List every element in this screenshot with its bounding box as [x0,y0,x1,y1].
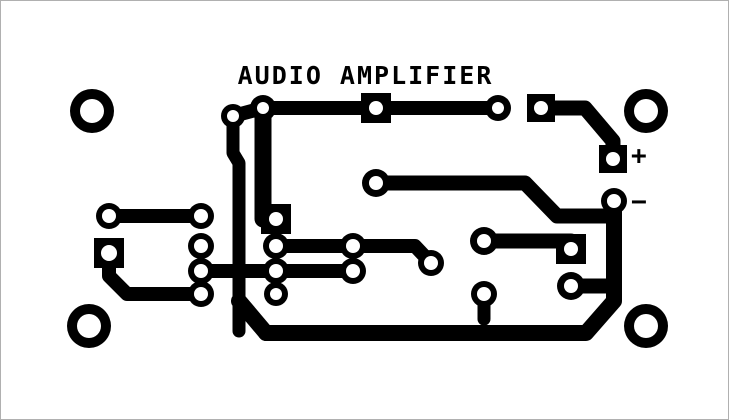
pad-row-upper-mid [340,233,366,259]
pad-mid-trace-start [362,169,390,197]
trace-right-vertical-bus [258,193,622,341]
hole-top-right [624,89,668,133]
pad-supply-plus-square [599,145,627,173]
hole-bottom-left [67,304,111,348]
pad-supply-in-square [527,94,555,122]
trace-top-bus-vertical [254,104,285,228]
pad-top-left-feed [221,104,245,128]
pad-input-square [94,238,124,268]
pad-col-left-bottom [188,281,214,307]
mounting-holes-layer [67,89,668,348]
pad-row-upper-left [263,233,289,259]
pad-ground-stub [471,281,497,307]
pad-speaker-round [557,272,585,300]
trace-mid-horizontal [368,175,622,224]
trace-left-vertical-bus [226,114,246,338]
pad-col-left-mid [188,233,214,259]
page-title: AUDIO AMPLIFIER [237,61,494,90]
pads-layer [94,93,627,307]
pad-row-lower-left [263,258,289,284]
pad-driver-square [261,204,291,234]
hole-bottom-right [624,304,668,348]
pad-output-square [556,234,586,264]
hole-top-left [70,89,114,133]
trace-bottom-chamfer [231,293,274,341]
pad-top-bus-left [250,95,276,121]
pad-mid-left-round [96,203,122,229]
pad-isolated-oval [264,282,288,306]
power-positive-label: + [631,141,647,171]
pad-top-right-round [485,95,511,121]
pad-row-upper-right [418,250,444,276]
pad-row-lower-mid [340,258,366,284]
traces-layer [102,100,622,341]
pad-mid-right-round [188,203,214,229]
pad-supply-minus-round [601,188,627,214]
pad-col-left-low [188,258,214,284]
pad-top-mid-square [361,93,391,123]
power-negative-label: − [631,187,647,217]
pad-output-round [470,227,498,255]
